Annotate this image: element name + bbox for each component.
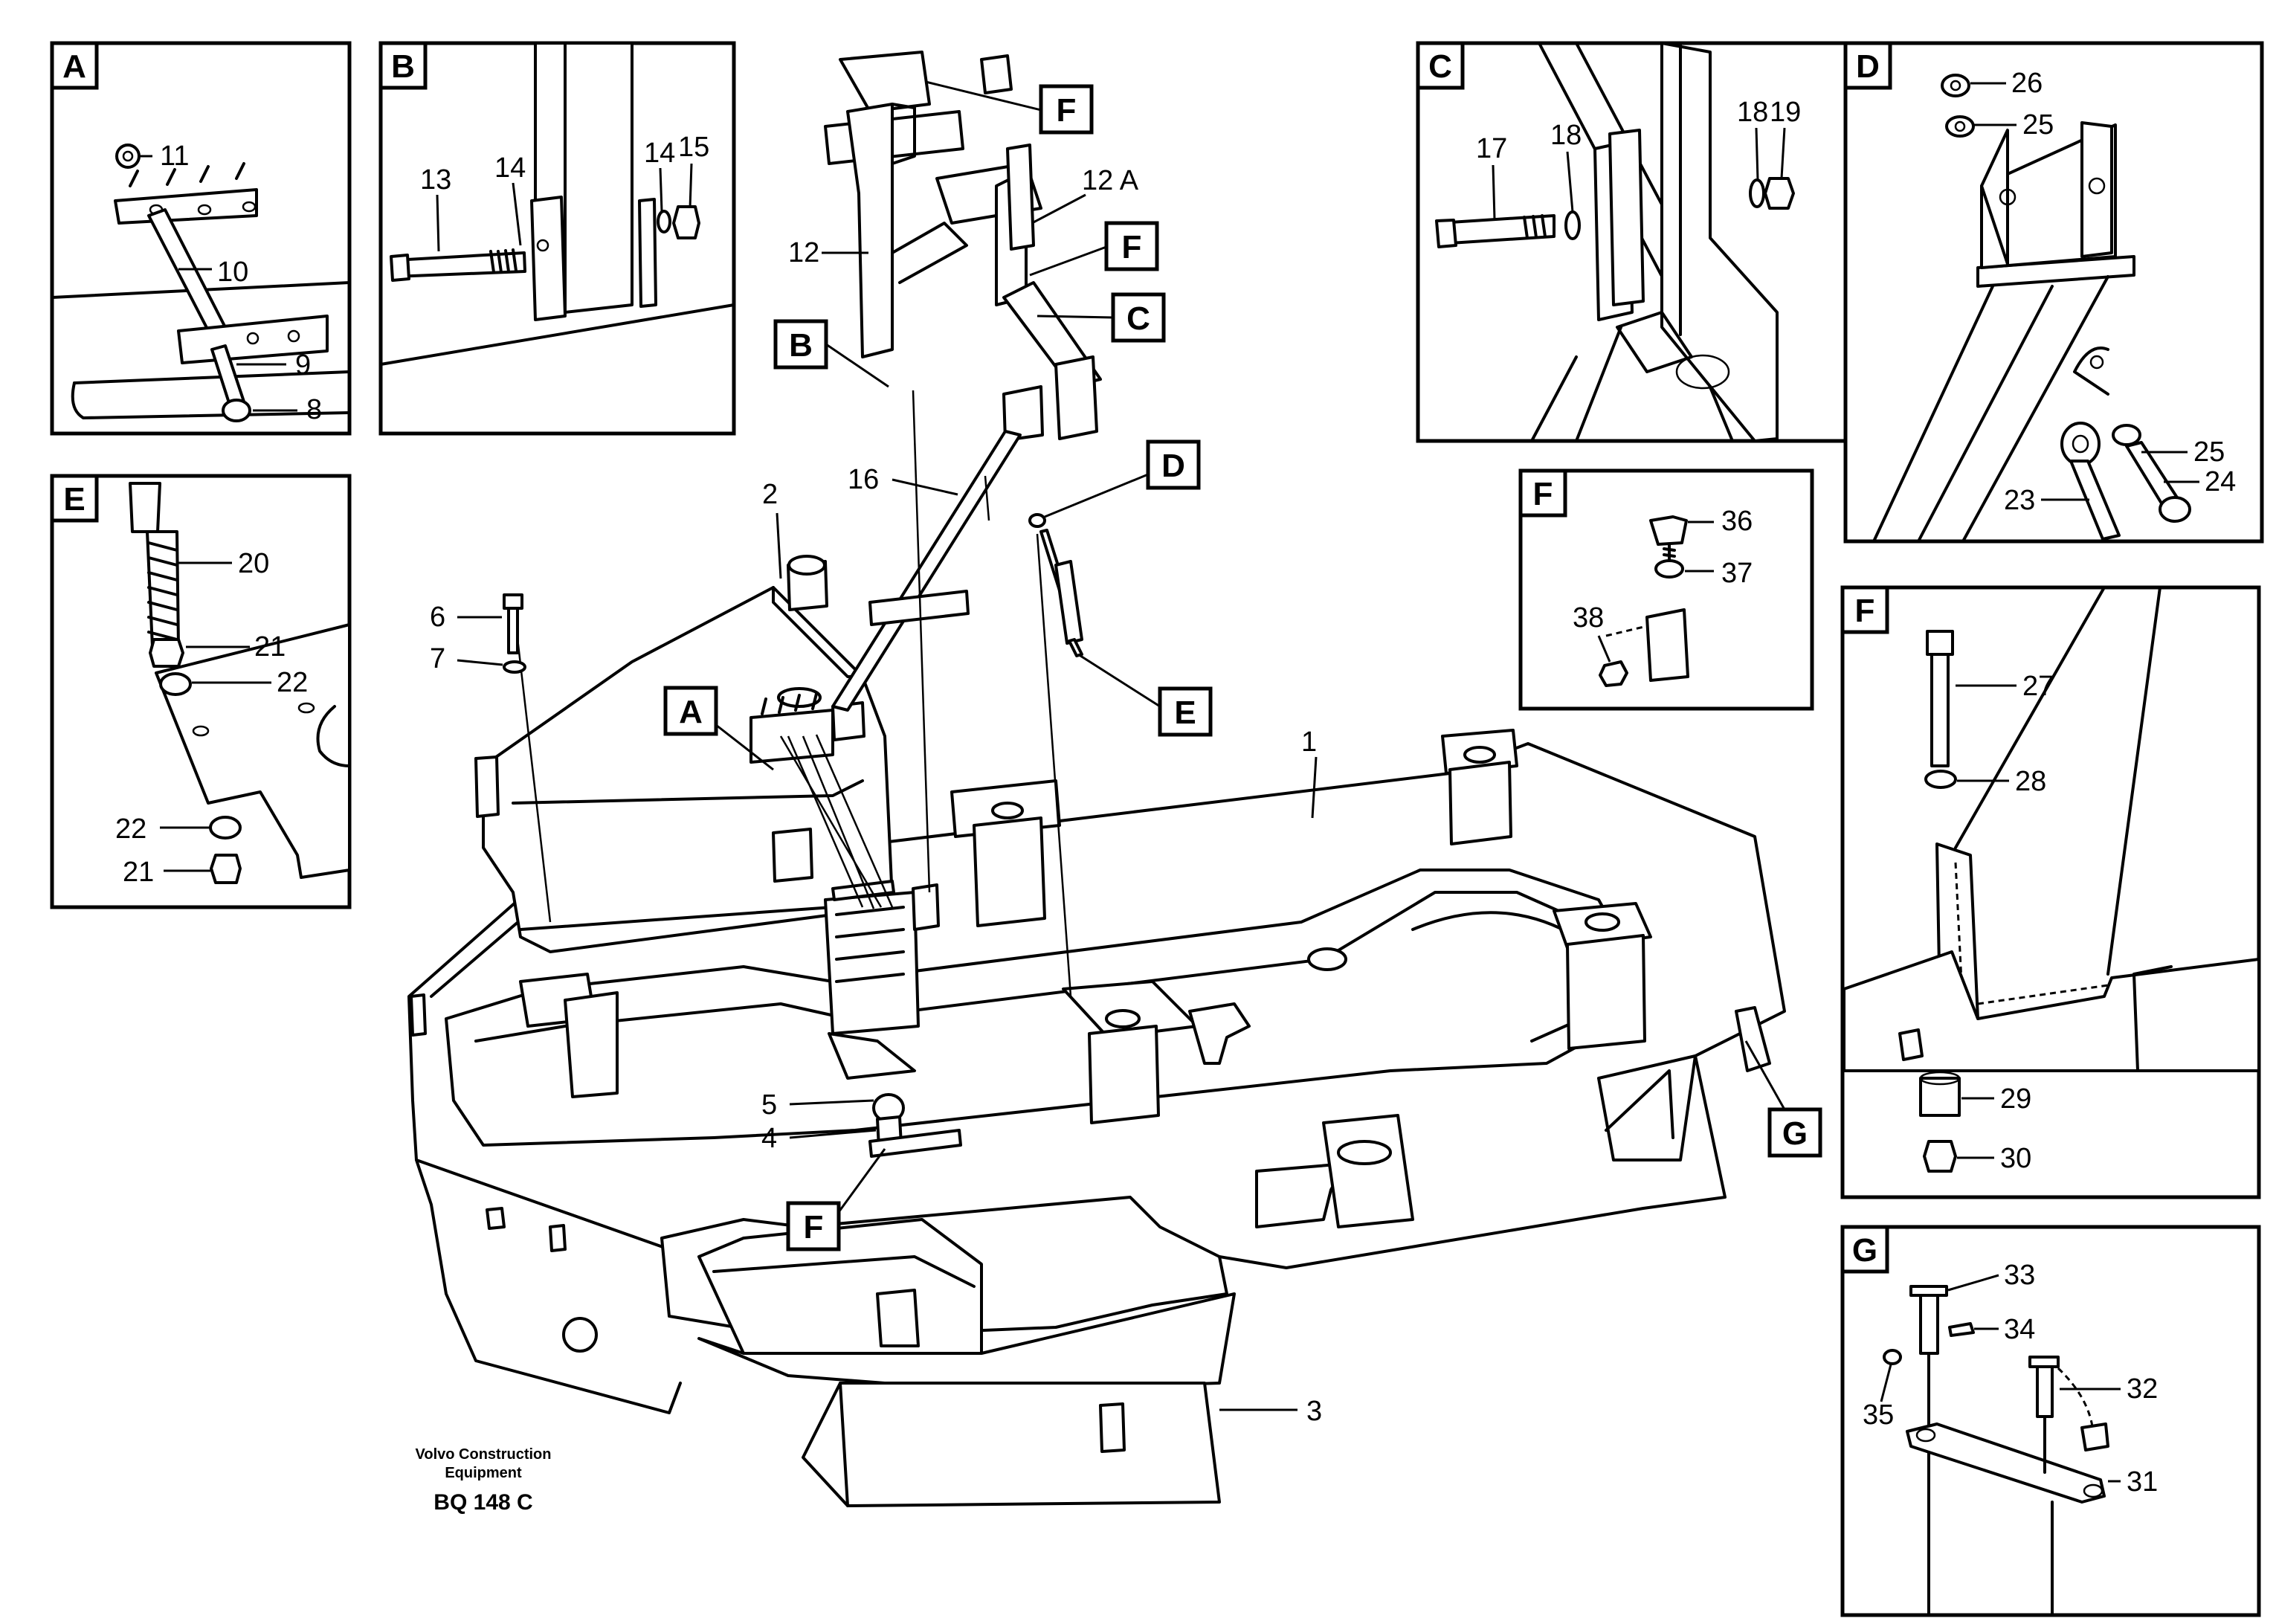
callout-32: 32 [2127, 1373, 2158, 1405]
callout-24-label: 24 [2205, 466, 2236, 497]
callout-27: 27 [2022, 671, 2054, 702]
callout-2: 2 [762, 479, 778, 510]
tag-c-main: C [1126, 300, 1150, 337]
callout-22: 22 [277, 667, 308, 698]
callout-14: 14 [494, 152, 526, 184]
detail-g-tag: G [1852, 1232, 1877, 1269]
detail-f-small-tag: F [1533, 476, 1553, 512]
callout-38: 38 [1573, 602, 1604, 634]
tag-f-mid: F [1122, 229, 1142, 265]
tag-b-main: B [789, 327, 813, 364]
detail-a-tag: A [62, 48, 86, 85]
detail-c-panel: C [1416, 41, 1851, 443]
callout-26: 26 [2011, 68, 2043, 99]
callout-9: 9 [295, 349, 311, 381]
callout-8: 8 [306, 394, 322, 425]
detail-a-panel: A [50, 41, 352, 436]
detail-f-small-panel: F [1518, 468, 1814, 711]
detail-f-large-tag: F [1855, 593, 1875, 629]
callout-3: 3 [1306, 1396, 1322, 1427]
detail-e-panel: E [50, 474, 352, 909]
detail-d-panel: D [1843, 41, 2264, 544]
callout-16: 16 [848, 464, 879, 495]
callout-20: 20 [238, 548, 269, 579]
tag-d-main: D [1161, 448, 1185, 484]
detail-g-panel: G [1840, 1225, 2261, 1617]
upper-bracket-assembly [824, 51, 1102, 712]
callout-18: 18 [1550, 120, 1582, 151]
callout-1: 1 [1301, 726, 1317, 758]
callout-12: 12 [788, 237, 819, 268]
callout-29: 29 [2000, 1083, 2031, 1115]
callout-15: 15 [678, 132, 709, 163]
tag-f-bottom-box [786, 1201, 841, 1251]
callout-4: 4 [761, 1123, 777, 1154]
detail-b-tag: B [391, 48, 415, 85]
tag-c-main-box [1111, 292, 1166, 343]
callout-36: 36 [1721, 506, 1753, 537]
brand-line-1: Volvo Construction [416, 1446, 552, 1463]
callout-25b: 25 [2193, 436, 2225, 468]
tag-a-main: A [679, 694, 703, 730]
detail-b-panel: B [378, 41, 736, 436]
bolt-6 [503, 593, 526, 674]
callout-21: 21 [254, 631, 286, 663]
callout-5: 5 [761, 1089, 777, 1121]
tag-d-main-box [1146, 439, 1201, 490]
brand-line-2: Equipment [445, 1465, 522, 1481]
callout-18b: 18 [1737, 97, 1768, 128]
callout-17: 17 [1476, 133, 1507, 164]
tag-a-main-box [663, 686, 718, 736]
tag-f-bottom: F [804, 1209, 824, 1246]
detail-c-tag: C [1428, 48, 1452, 85]
callout-25: 25 [2022, 109, 2054, 141]
detail-f-large-panel: F [1840, 585, 2261, 1199]
detail-d-tag: D [1856, 48, 1880, 85]
tag-e-main: E [1174, 695, 1196, 731]
drawing-code: BQ 148 C [433, 1490, 532, 1515]
callout-33: 33 [2004, 1260, 2035, 1291]
callout-21b: 21 [123, 857, 154, 888]
callout-35: 35 [1863, 1399, 1894, 1431]
callout-31: 31 [2127, 1466, 2158, 1498]
callout-10: 10 [217, 257, 248, 288]
tag-g-main: G [1782, 1115, 1808, 1152]
callout-22b: 22 [115, 813, 146, 845]
callout-30: 30 [2000, 1143, 2031, 1174]
turnbuckle [1028, 513, 1083, 657]
tag-f-mid-box [1104, 221, 1159, 271]
tag-g-main-box [1767, 1107, 1822, 1158]
callout-23: 23 [2004, 485, 2035, 516]
callout-11: 11 [160, 141, 189, 172]
callout-28: 28 [2015, 766, 2046, 797]
callout-34: 34 [2004, 1314, 2035, 1345]
tag-e-main-box [1158, 686, 1213, 737]
projection-lines [515, 390, 1072, 997]
callout-6: 6 [430, 602, 445, 633]
callout-14b: 14 [644, 138, 675, 169]
callout-37: 37 [1721, 558, 1753, 589]
callout-12a: 12 A [1082, 165, 1139, 196]
detail-e-tag: E [63, 481, 85, 518]
tag-f-top: F [1057, 92, 1077, 129]
callout-19: 19 [1770, 97, 1801, 128]
callout-13: 13 [420, 164, 451, 196]
callout-7: 7 [430, 643, 445, 674]
frame-assembly [407, 555, 1786, 1507]
